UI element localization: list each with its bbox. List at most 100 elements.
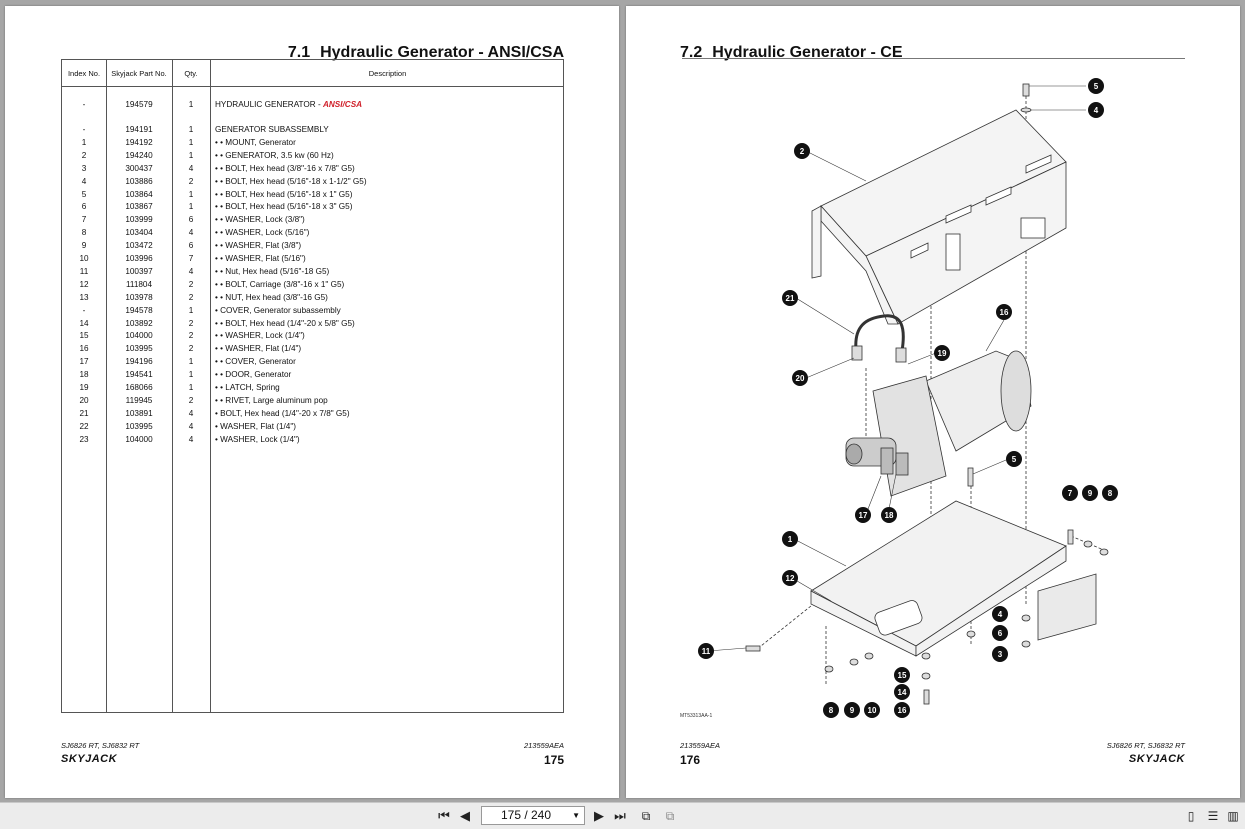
svg-text:21: 21 <box>786 294 795 303</box>
cell-description: • BOLT, Hex head (1/4"-20 x 7/8" G5) <box>215 408 350 418</box>
cell-part-number: 194192 <box>125 137 153 147</box>
cell-part-number: 103891 <box>125 408 153 418</box>
cell-index: 9 <box>81 241 87 251</box>
chevron-down-icon: ▼ <box>572 811 580 820</box>
drawing-id: MT53313AA-1 <box>680 713 713 719</box>
footer-model: SJ6826 RT, SJ6832 RT <box>61 741 140 750</box>
cell-index: 12 <box>79 279 89 289</box>
cell-qty: 2 <box>188 176 194 186</box>
cell-part-number: 119945 <box>125 395 153 405</box>
cell-part-number: 111804 <box>125 279 153 289</box>
svg-text:11: 11 <box>702 647 711 656</box>
last-page-icon[interactable]: ⏭ <box>614 808 626 823</box>
cell-part-number: 103978 <box>125 292 153 302</box>
cell-index: 11 <box>79 266 89 276</box>
title-rule <box>682 58 1185 59</box>
cell-part-number: 300437 <box>125 163 153 173</box>
cell-qty: 2 <box>188 331 194 341</box>
cell-index: 10 <box>79 254 89 263</box>
duplicate-page-icon[interactable]: ⧉ <box>665 809 675 823</box>
svg-text:8: 8 <box>829 706 834 715</box>
cell-qty: 2 <box>188 279 194 289</box>
cell-part-number: 103404 <box>125 228 153 238</box>
cell-index: 19 <box>79 383 89 392</box>
continuous-view-icon[interactable]: ☰ <box>1207 809 1219 823</box>
cell-description: • • WASHER, Lock (1/4") <box>215 331 305 341</box>
svg-text:9: 9 <box>1088 489 1093 498</box>
skyjack-logo: SKYJACK <box>61 753 118 765</box>
previous-page-icon[interactable]: ◀ <box>460 808 470 823</box>
cell-qty: 1 <box>188 383 194 392</box>
cell-description: • • Nut, Hex head (5/16"-18 G5) <box>215 266 330 276</box>
next-page-icon[interactable]: ▶ <box>594 808 604 823</box>
cell-part-number: 194578 <box>125 305 153 315</box>
cell-description: • • NUT, Hex head (3/8"-16 G5) <box>215 292 328 302</box>
cell-index: - <box>82 125 86 134</box>
callout-8: 8 <box>1102 485 1118 501</box>
hose-fitting-shape <box>851 345 863 361</box>
skyjack-logo: SKYJACK <box>1128 753 1185 765</box>
cell-part-number: 103995 <box>125 344 153 354</box>
cell-index: 23 <box>79 434 89 444</box>
cell-index: 18 <box>79 370 89 380</box>
svg-text:16: 16 <box>898 706 907 715</box>
callout-4: 4 <box>1088 102 1104 118</box>
first-page-icon[interactable]: ⏮ <box>438 808 450 823</box>
single-page-view-icon[interactable]: ▯ <box>1187 809 1195 823</box>
cell-description: • • BOLT, Hex head (5/16"-18 x 3" G5) <box>215 202 353 212</box>
cell-description: • • RIVET, Large aluminum pop <box>215 395 328 405</box>
two-page-view-icon[interactable]: ▥ <box>1227 809 1239 823</box>
cell-part-number: 104000 <box>125 434 153 444</box>
cell-part-number: 103886 <box>125 176 153 186</box>
callout-9: 9 <box>844 702 860 718</box>
header-description: Description <box>368 68 407 78</box>
cell-qty: 2 <box>188 318 194 328</box>
hose-fitting-shape <box>895 347 907 363</box>
cell-part-number: 194240 <box>125 150 153 160</box>
svg-text:9: 9 <box>850 706 855 715</box>
table-divider <box>106 60 107 712</box>
callout-18: 18 <box>881 507 897 523</box>
footer-doc-number: 213559AEA <box>523 741 564 750</box>
cell-qty: 2 <box>188 395 194 405</box>
cell-part-number: 104000 <box>125 331 153 341</box>
cell-qty: 1 <box>188 137 194 147</box>
cell-part-number: 194196 <box>125 357 153 367</box>
cell-qty: 7 <box>188 254 194 263</box>
cell-qty: 4 <box>188 421 194 431</box>
cell-qty: 2 <box>188 344 194 354</box>
cell-description: • • DOOR, Generator <box>215 370 292 380</box>
cell-qty: 1 <box>188 100 194 109</box>
cell-index: 14 <box>79 318 89 328</box>
rotate-page-icon[interactable]: ⧉ <box>641 809 651 823</box>
cell-part-number: 103472 <box>125 241 153 251</box>
page-number-select[interactable]: 175 / 240 ▼ <box>481 806 585 825</box>
svg-text:20: 20 <box>796 374 805 383</box>
cell-description: • • BOLT, Hex head (5/16"-18 x 1" G5) <box>215 189 353 199</box>
cell-description: • • WASHER, Lock (5/16") <box>215 228 310 238</box>
cell-description: • • MOUNT, Generator <box>215 137 296 147</box>
svg-text:16: 16 <box>1000 308 1009 317</box>
cell-part-number: 194541 <box>125 370 153 380</box>
callout-11: 11 <box>698 643 714 659</box>
callout-21: 21 <box>782 290 798 306</box>
callout-16: 16 <box>996 304 1012 320</box>
callout-5: 5 <box>1006 451 1022 467</box>
cell-qty: 1 <box>188 305 194 315</box>
cell-index: 2 <box>81 150 87 160</box>
cell-index: 5 <box>81 189 87 199</box>
cell-part-number: 103995 <box>125 421 153 431</box>
